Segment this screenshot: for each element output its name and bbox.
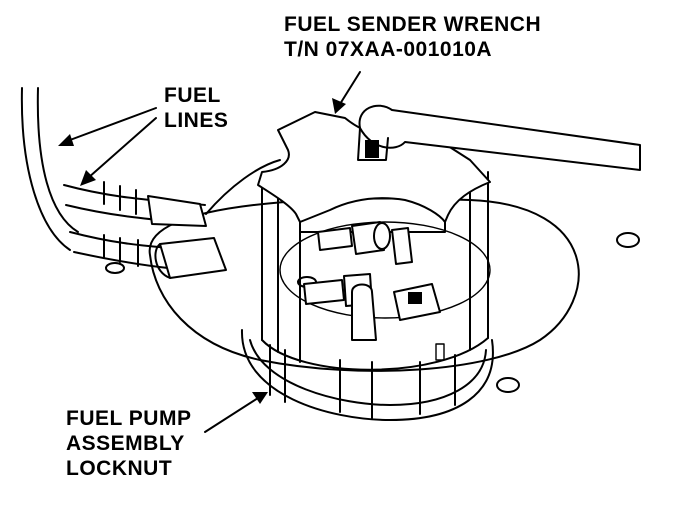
tank-hole <box>616 232 640 248</box>
tank-hole <box>105 262 125 274</box>
fuel-line-hoses <box>20 87 281 279</box>
locknut-label-line2: ASSEMBLY <box>66 432 185 455</box>
fuel-lines-label-line2: LINES <box>164 109 229 132</box>
locknut-label-line1: FUEL PUMP <box>66 407 192 430</box>
locknut <box>240 329 494 421</box>
locknut-label: FUEL PUMP ASSEMBLY LOCKNUT <box>66 406 191 481</box>
wrench-handle <box>357 104 641 171</box>
wrench-label-line2: T/N 07XAA-001010A <box>284 38 493 61</box>
wrench-label: FUEL SENDER WRENCH T/N 07XAA-001010A <box>284 12 541 62</box>
fuel-lines-label: FUEL LINES <box>164 83 228 133</box>
sender-components <box>303 221 445 361</box>
wrench-label-line1: FUEL SENDER WRENCH <box>284 13 542 36</box>
leader-arrows <box>58 71 361 433</box>
tank-hole <box>496 377 520 393</box>
fuel-lines-label-line1: FUEL <box>164 84 221 107</box>
locknut-label-line3: LOCKNUT <box>66 457 173 480</box>
